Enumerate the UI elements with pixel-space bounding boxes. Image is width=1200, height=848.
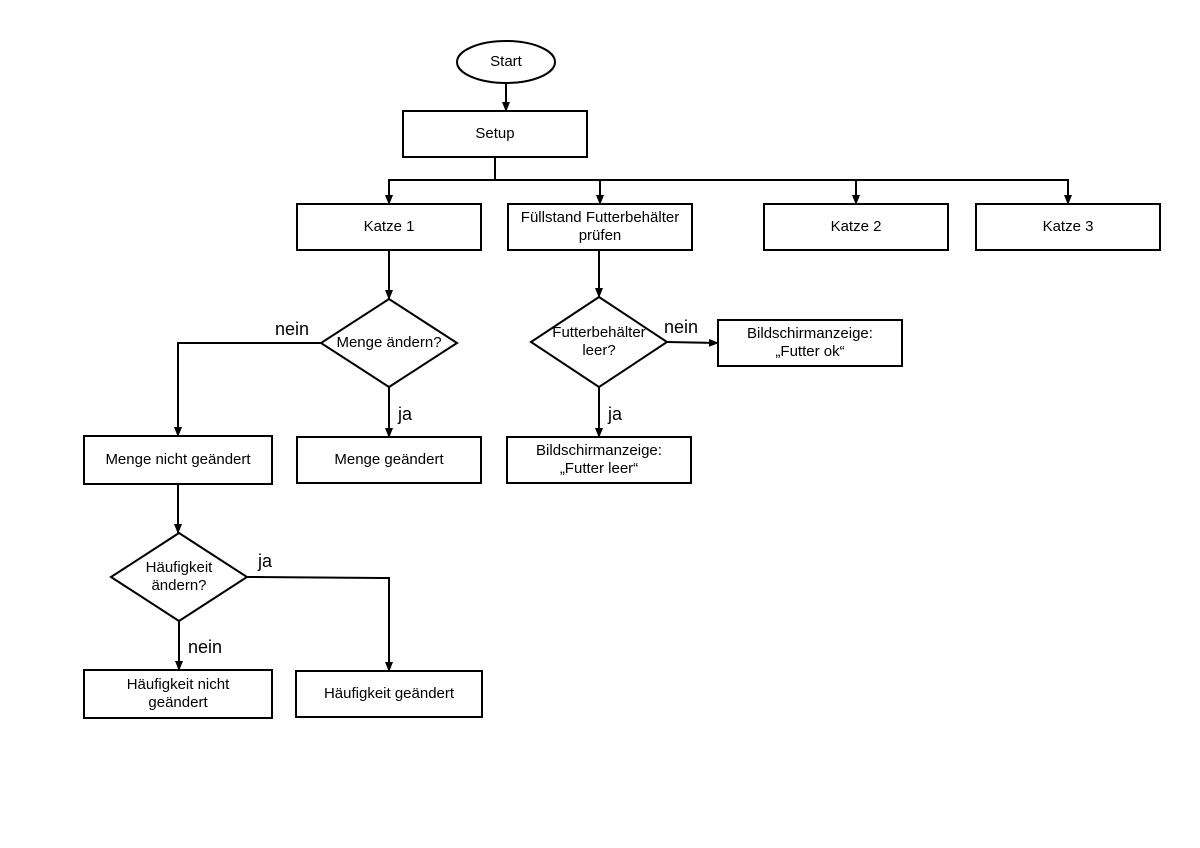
node-setup: Setup <box>402 110 588 158</box>
node-futter_leer_q-label-line-0: Futterbehälter <box>552 324 645 341</box>
node-katze1-label-line-0: Katze 1 <box>364 218 415 235</box>
node-fuellstand-label-line-0: Füllstand Futterbehälter <box>521 209 679 226</box>
node-haeufigkeit_nicht-label-line-1: geändert <box>148 694 208 711</box>
node-menge_aendern-shape <box>319 297 459 389</box>
edge-setup-to-katze3 <box>856 179 1072 205</box>
node-haeufigkeit_geaendert: Häufigkeit geändert <box>295 670 483 718</box>
edge-label-haeufigkeit_aendern-to-haeufigkeit_geaendert: ja <box>257 551 273 571</box>
edges-layer <box>174 83 1072 672</box>
node-menge_aendern-label-line-0: Menge ändern? <box>336 334 441 351</box>
node-katze2-label-line-0: Katze 2 <box>831 218 882 235</box>
edge-label-menge_aendern-to-menge_nicht: nein <box>275 319 309 339</box>
edge-label-futter_leer_q-to-anzeige_ok: nein <box>664 317 698 337</box>
node-anzeige_ok-label-line-1: „Futter ok“ <box>775 343 844 360</box>
node-futter_leer_q-label-line-1: leer? <box>582 342 615 359</box>
node-start-shape <box>456 40 556 84</box>
node-haeufigkeit_aendern-label-line-1: ändern? <box>151 577 206 594</box>
edge-menge_aendern-to-menge_nicht <box>174 342 321 437</box>
edge-labels-layer: nein ja nein ja nein ja <box>188 317 698 657</box>
edge-setup-to-fuellstand <box>495 179 604 205</box>
node-start: Start <box>456 40 556 84</box>
node-haeufigkeit_nicht-label-line-0: Häufigkeit nicht <box>127 676 230 693</box>
node-anzeige_ok: Bildschirmanzeige:„Futter ok“ <box>717 319 903 367</box>
node-katze1-shape <box>296 203 482 251</box>
node-haeufigkeit_aendern-label-line-0: Häufigkeit <box>146 559 214 576</box>
node-setup-shape <box>402 110 588 158</box>
node-anzeige_ok-shape <box>717 319 903 367</box>
node-haeufigkeit_aendern-shape <box>109 531 249 623</box>
node-katze3-shape <box>975 203 1161 251</box>
node-menge_nicht: Menge nicht geändert <box>83 435 273 485</box>
node-fuellstand-label-line-1: prüfen <box>579 227 622 244</box>
node-menge_nicht-label-line-0: Menge nicht geändert <box>105 451 251 468</box>
node-futter_leer_q-shape <box>529 295 669 389</box>
node-katze2: Katze 2 <box>763 203 949 251</box>
node-katze2-shape <box>763 203 949 251</box>
node-menge_geaendert-shape <box>296 436 482 484</box>
node-haeufigkeit_geaendert-shape <box>295 670 483 718</box>
node-katze3-label-line-0: Katze 3 <box>1043 218 1094 235</box>
node-katze3: Katze 3 <box>975 203 1161 251</box>
node-menge_aendern: Menge ändern? <box>319 297 459 389</box>
edge-label-futter_leer_q-to-anzeige_leer: ja <box>607 404 623 424</box>
edge-futter_leer_q-to-anzeige_ok <box>666 338 719 347</box>
edge-setup-to-katze1 <box>385 157 496 205</box>
edge-setup-to-katze2 <box>600 179 860 205</box>
node-anzeige_leer-label-line-1: „Futter leer“ <box>560 460 638 477</box>
node-anzeige_leer-label-line-0: Bildschirmanzeige: <box>536 442 662 459</box>
node-menge_nicht-shape <box>83 435 273 485</box>
node-haeufigkeit_nicht-shape <box>83 669 273 719</box>
edge-label-haeufigkeit_aendern-to-haeufigkeit_nicht: nein <box>188 637 222 657</box>
node-anzeige_ok-label-line-0: Bildschirmanzeige: <box>747 325 873 342</box>
node-katze1: Katze 1 <box>296 203 482 251</box>
node-anzeige_leer: Bildschirmanzeige:„Futter leer“ <box>506 436 692 484</box>
node-menge_geaendert-label-line-0: Menge geändert <box>334 451 444 468</box>
edge-haeufigkeit_aendern-to-haeufigkeit_geaendert <box>246 576 393 672</box>
edge-label-menge_aendern-to-menge_geaendert: ja <box>397 404 413 424</box>
node-menge_geaendert: Menge geändert <box>296 436 482 484</box>
node-fuellstand-shape <box>507 203 693 251</box>
node-setup-label-line-0: Setup <box>475 125 514 142</box>
node-haeufigkeit_geaendert-label-line-0: Häufigkeit geändert <box>324 685 455 702</box>
node-anzeige_leer-shape <box>506 436 692 484</box>
node-start-label-line-0: Start <box>490 53 523 70</box>
